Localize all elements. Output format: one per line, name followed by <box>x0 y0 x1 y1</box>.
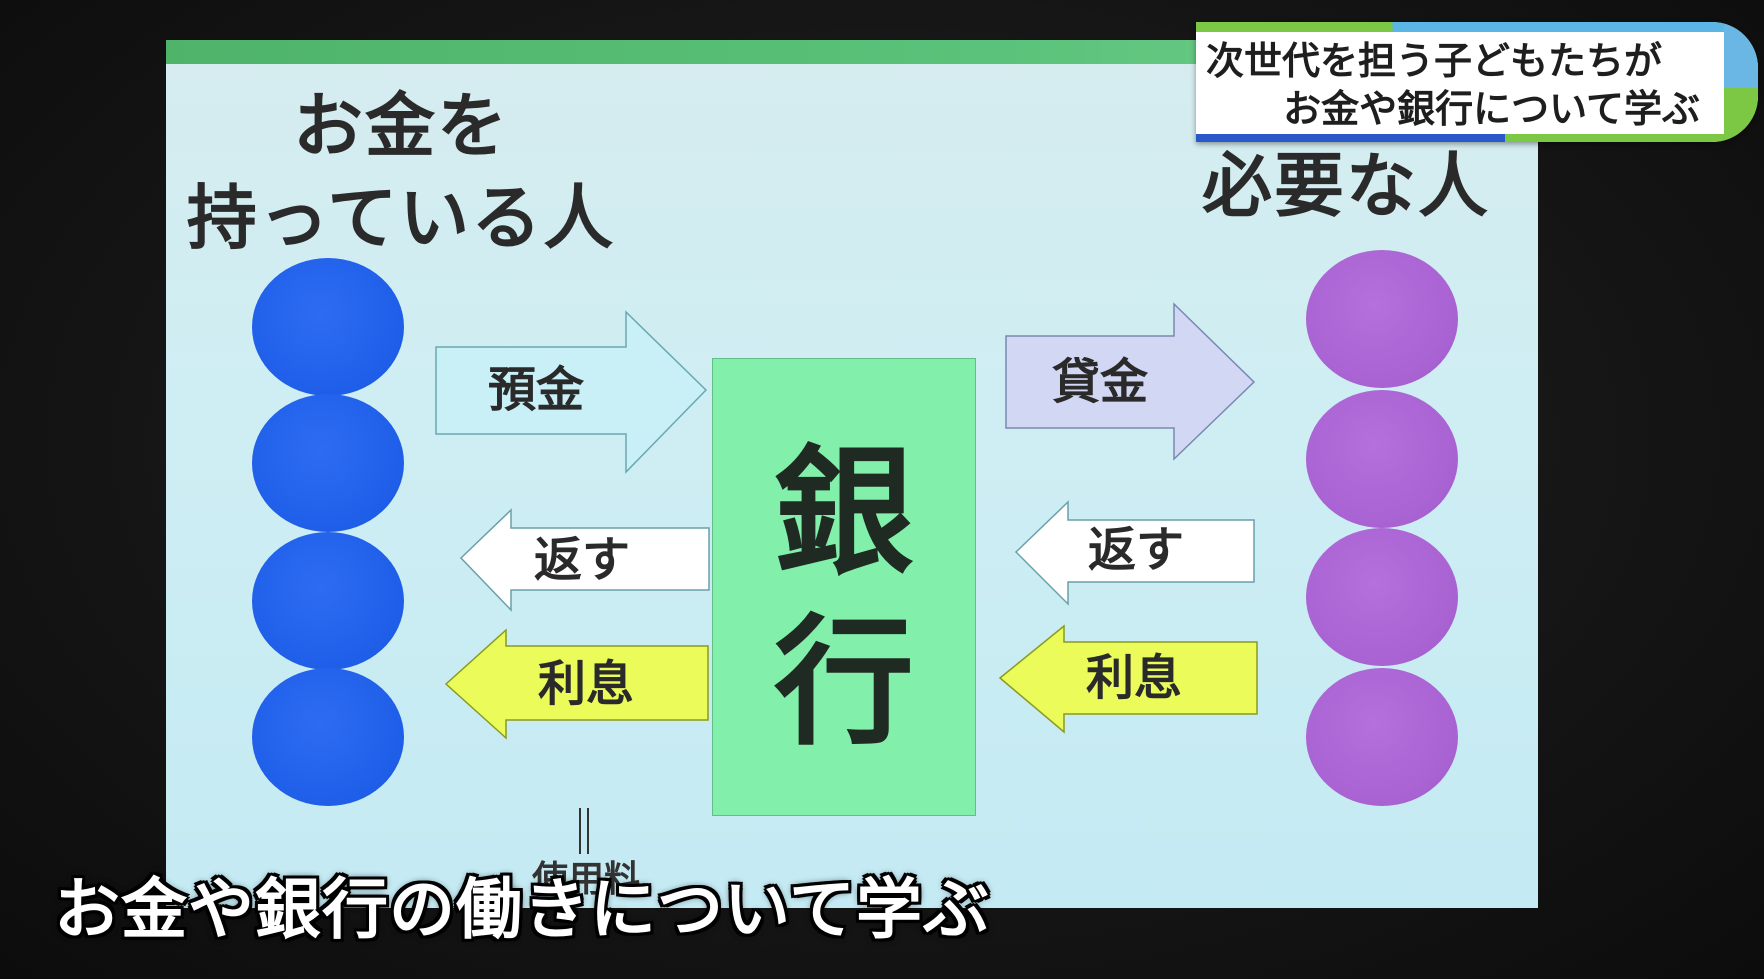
news-title-top-stripe <box>1196 22 1758 32</box>
heading-right-line-1: 必要な人 <box>1202 145 1490 227</box>
interest-right-label: 利息 <box>1086 650 1183 706</box>
projected-slide: お金を 持っている人 必要な人 預金 返す <box>166 40 1538 908</box>
interest-to-bank-arrow: 利息 <box>998 624 1260 746</box>
deposit-label: 預金 <box>488 362 585 418</box>
loan-arrow: 貸金 <box>1005 302 1256 469</box>
news-title-line-1: 次世代を担う子どもたちが <box>1206 39 1663 83</box>
loan-label: 貸金 <box>1052 354 1149 410</box>
subtitle-caption: お金や銀行の働きについて学ぶ <box>54 871 991 948</box>
interest-left-label: 利息 <box>538 656 635 712</box>
return-right-label: 返す <box>1088 522 1185 578</box>
news-title-right-cap <box>1724 22 1758 142</box>
borrower-circle <box>1306 390 1458 528</box>
news-title-line-2: お金や銀行について学ぶ <box>1283 87 1700 131</box>
borrower-circle <box>1306 250 1458 388</box>
interest-to-depositor-arrow: 利息 <box>444 628 711 750</box>
bank-label-char-2: 行 <box>773 602 914 765</box>
depositor-circle <box>252 668 404 806</box>
heading-left-line-1: お金を <box>293 85 509 167</box>
news-title-caption: 次世代を担う子どもたちが お金や銀行について学ぶ <box>1196 22 1758 142</box>
return-left-label: 返す <box>534 532 631 588</box>
borrower-circle <box>1306 528 1458 666</box>
news-title-background <box>1196 22 1758 142</box>
deposit-arrow: 預金 <box>435 310 708 482</box>
return-to-depositor-arrow: 返す <box>459 508 711 620</box>
bank-box: 銀 行 <box>712 358 976 816</box>
borrower-circle <box>1306 668 1458 806</box>
depositor-circle <box>252 258 404 396</box>
depositor-circle <box>252 394 404 532</box>
news-title-bottom-stripe <box>1196 134 1758 142</box>
heading-money-holders: お金を 持っている人 <box>166 80 636 264</box>
bank-label-char-1: 銀 <box>773 432 914 595</box>
usage-fee-label: 使用料 <box>532 859 641 900</box>
return-to-bank-arrow: 返す <box>1014 500 1256 612</box>
equals-sign <box>579 808 589 854</box>
bank-label: 銀 行 <box>713 429 975 769</box>
heading-left-line-2: 持っている人 <box>186 177 616 259</box>
heading-money-needers: 必要な人 <box>1166 140 1526 232</box>
depositor-circle <box>252 532 404 670</box>
